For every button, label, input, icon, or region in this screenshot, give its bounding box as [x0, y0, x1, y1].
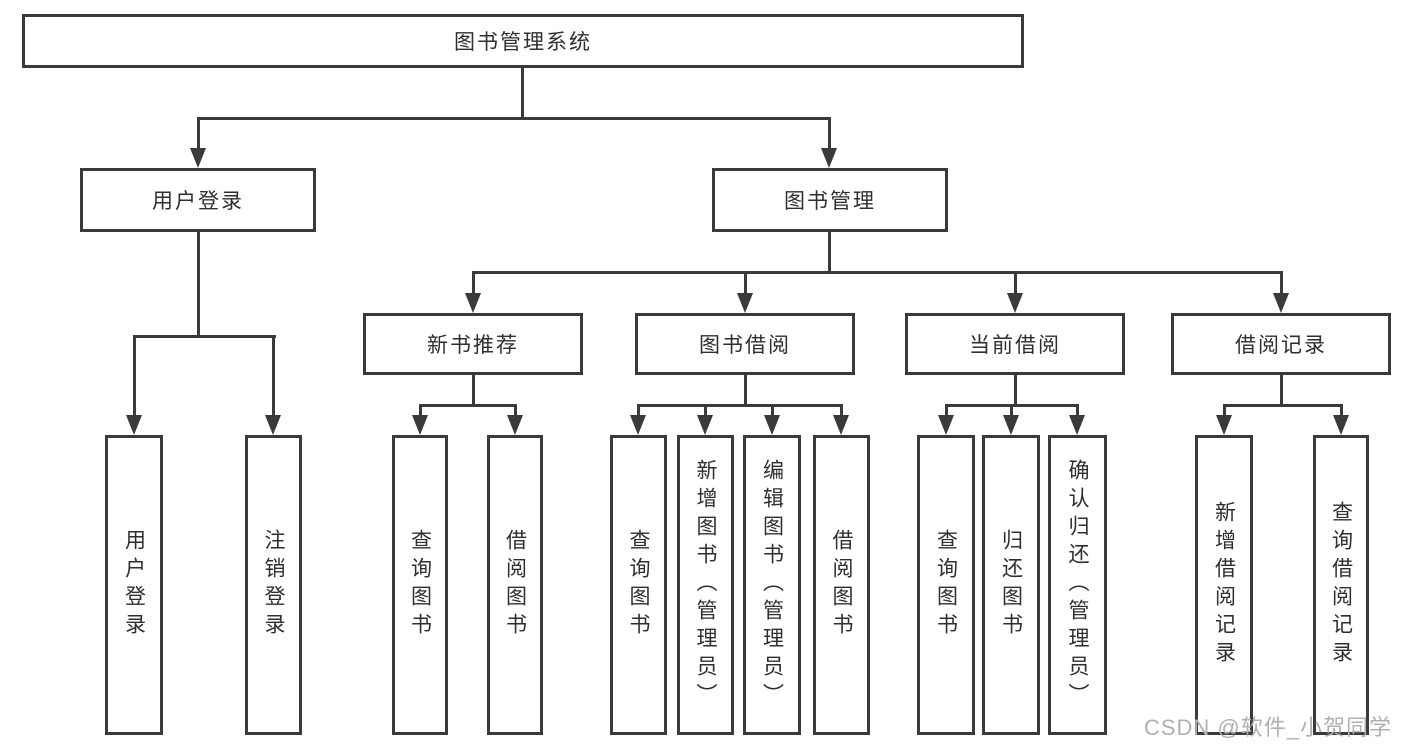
- leaf-add-borrow-record: 新增借阅记录: [1195, 435, 1253, 735]
- arrowhead-down: [821, 148, 837, 168]
- connector-vline: [472, 271, 475, 297]
- arrowhead-down: [737, 293, 753, 313]
- connector-vline: [521, 68, 524, 120]
- leaf-search-books-current: 查询图书: [917, 435, 975, 735]
- watermark: CSDN @软件_小贺同学: [1143, 715, 1392, 740]
- connector-vline: [1014, 374, 1017, 407]
- connector-hline: [419, 404, 517, 407]
- connector-vline: [637, 404, 640, 420]
- leaf-search-books-recommend: 查询图书: [392, 435, 448, 735]
- connector-vline: [828, 232, 831, 274]
- connector-vline: [1280, 271, 1283, 297]
- connector-vline: [744, 271, 747, 297]
- arrowhead-down: [938, 415, 954, 435]
- arrowhead-down: [126, 415, 142, 435]
- node-current-borrowing: 当前借阅: [905, 313, 1125, 375]
- arrowhead-down: [465, 293, 481, 313]
- leaf-borrow-books-borrowing: 借阅图书: [813, 435, 870, 735]
- leaf-confirm-return-admin: 确认归还（管理员）: [1048, 435, 1107, 735]
- connector-vline: [133, 335, 136, 418]
- leaf-search-books-borrowing: 查询图书: [610, 435, 667, 735]
- connector-hline: [133, 335, 276, 338]
- leaf-edit-book-admin: 编辑图书（管理员）: [743, 435, 801, 735]
- leaf-search-borrow-record: 查询借阅记录: [1313, 435, 1369, 735]
- arrowhead-down: [1007, 293, 1023, 313]
- arrowhead-down: [1216, 415, 1232, 435]
- arrowhead-down: [630, 415, 646, 435]
- node-book-management: 图书管理: [712, 168, 948, 232]
- arrowhead-down: [412, 415, 428, 435]
- arrowhead-down: [1003, 415, 1019, 435]
- connector-vline: [1340, 404, 1343, 420]
- connector-vline: [1280, 374, 1283, 407]
- arrowhead-down: [764, 415, 780, 435]
- connector-vline: [472, 374, 475, 407]
- connector-vline: [272, 335, 275, 418]
- connector-vline: [197, 117, 200, 150]
- arrowhead-down: [507, 415, 523, 435]
- leaf-logout: 注销登录: [245, 435, 302, 735]
- connector-hline: [197, 117, 831, 120]
- arrowhead-down: [1069, 415, 1085, 435]
- connector-hline: [472, 271, 1282, 274]
- arrowhead-down: [190, 148, 206, 168]
- connector-vline: [1223, 404, 1226, 420]
- connector-vline: [945, 404, 948, 420]
- arrowhead-down: [697, 415, 713, 435]
- node-borrowing-records: 借阅记录: [1171, 313, 1391, 375]
- leaf-return-books: 归还图书: [982, 435, 1040, 735]
- connector-vline: [514, 404, 517, 420]
- connector-hline: [637, 404, 843, 407]
- connector-hline: [1223, 404, 1343, 407]
- leaf-add-book-admin: 新增图书（管理员）: [677, 435, 734, 735]
- connector-vline: [704, 404, 707, 420]
- arrowhead-down: [833, 415, 849, 435]
- arrowhead-down: [1273, 293, 1289, 313]
- connector-vline: [840, 404, 843, 420]
- arrowhead-down: [265, 415, 281, 435]
- node-library-system: 图书管理系统: [22, 14, 1024, 68]
- connector-vline: [828, 117, 831, 150]
- connector-vline: [197, 232, 200, 338]
- connector-vline: [1076, 404, 1079, 420]
- connector-vline: [771, 404, 774, 420]
- leaf-user-login: 用户登录: [105, 435, 163, 735]
- connector-vline: [1010, 404, 1013, 420]
- arrowhead-down: [1333, 415, 1349, 435]
- connector-vline: [419, 404, 422, 420]
- node-new-book-recommend: 新书推荐: [363, 313, 583, 375]
- node-user-login: 用户登录: [80, 168, 316, 232]
- connector-vline: [1014, 271, 1017, 297]
- leaf-borrow-books-recommend: 借阅图书: [487, 435, 543, 735]
- node-book-borrowing: 图书借阅: [635, 313, 855, 375]
- connector-vline: [744, 374, 747, 407]
